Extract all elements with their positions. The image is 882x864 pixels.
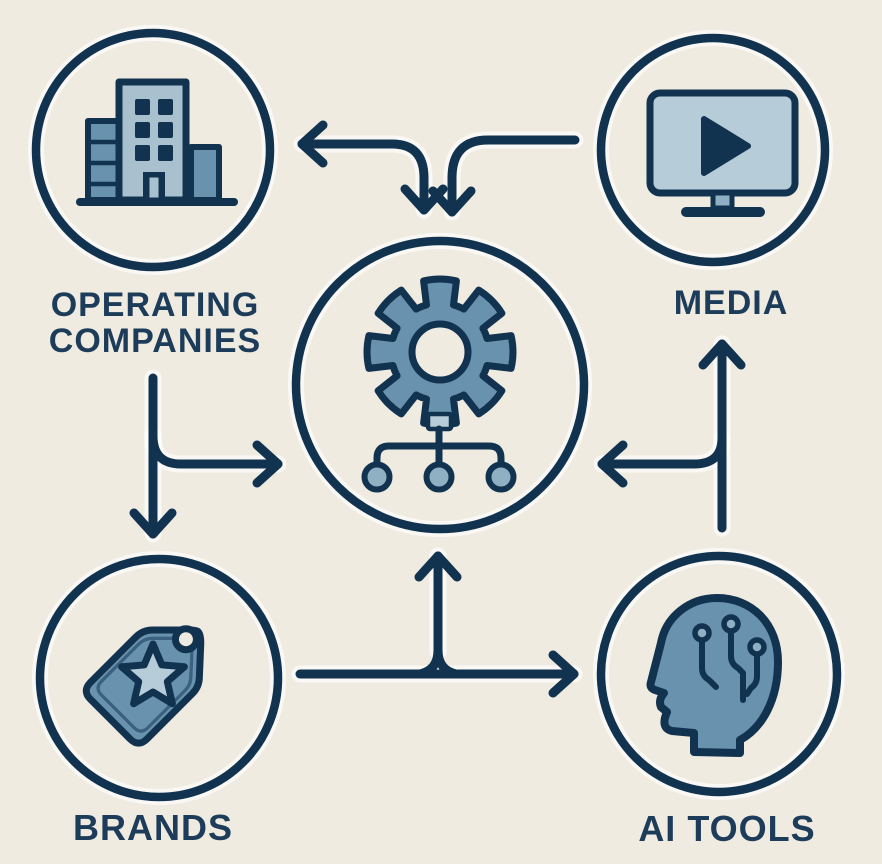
building-icon [76,78,238,206]
hub-circle [291,236,589,534]
head-circuit-icon [646,594,782,757]
media-node: MEDIA [593,30,833,322]
operating-companies-circle [31,28,275,272]
hierarchy-icon [361,425,517,493]
monitor-play-icon [646,89,799,217]
price-tag-star-icon [82,625,205,747]
play-icon [701,116,751,176]
arrow-fillet-right [433,645,461,679]
arrow-operating-companies-to-hub [148,431,283,488]
tag-hole [171,625,200,654]
ai-tools-node: AI TOOLS [593,548,845,849]
arrows [129,120,746,698]
brands-label: BRANDS [73,807,233,848]
circuit-traces [692,614,767,703]
star-icon [118,640,188,708]
media-circle [596,33,830,267]
gear-icon [363,275,517,432]
brands-node: BRANDS [32,551,286,848]
operating-companies-label-line1: OPERATING [51,286,260,324]
operating-companies-label-line2: COMPANIES [49,322,261,360]
arrow-media-to-hub [428,135,580,217]
brands-circle [35,554,283,802]
ai-tools-circle [596,551,842,797]
arrow-ai-tools-to-hub [597,433,727,488]
hub-node [288,233,592,537]
operating-companies-node: OPERATING COMPANIES [28,25,278,360]
media-label: MEDIA [674,284,789,322]
ai-tools-label: AI TOOLS [638,808,815,849]
arrow-media-to-operating-companies [297,120,448,215]
